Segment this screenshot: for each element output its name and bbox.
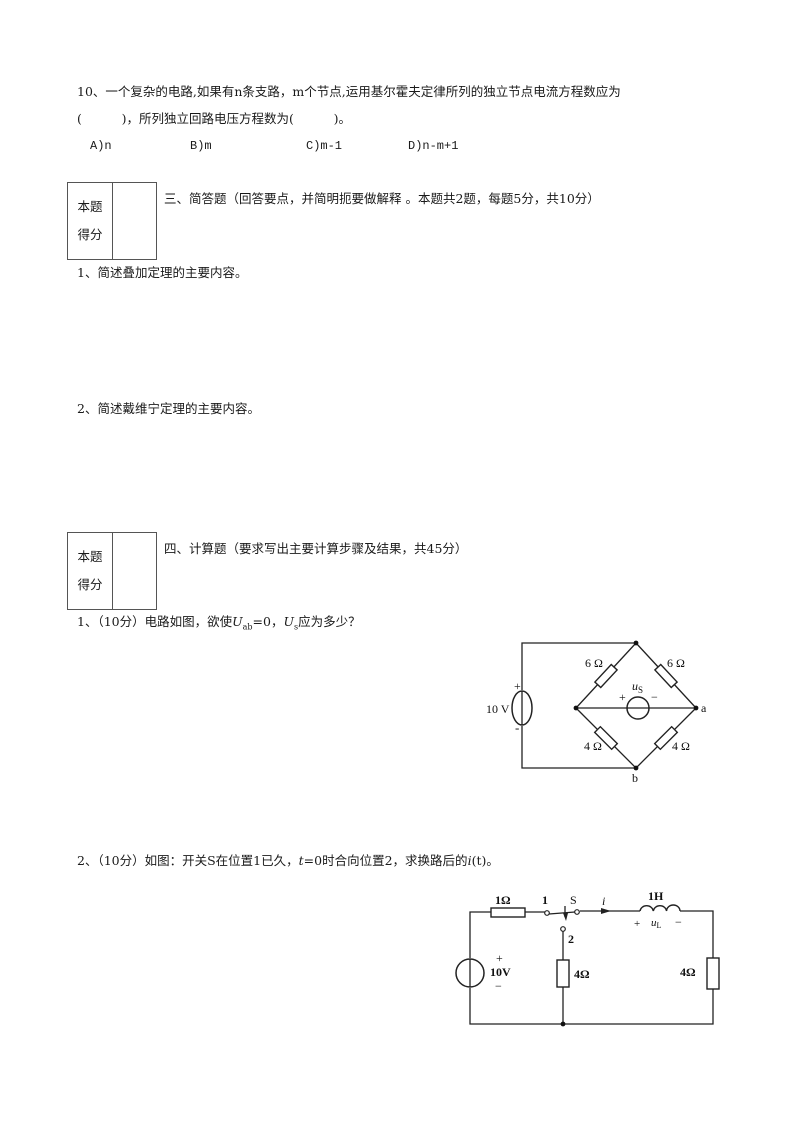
c2-switch-pos1: 1 <box>542 893 548 907</box>
c1-r-top-right-label: 6 Ω <box>667 656 685 670</box>
c1-source-plus: + <box>514 679 521 693</box>
q1-suffix: 应为多少？ <box>298 614 361 629</box>
c1-source-label: 10 V <box>486 702 510 716</box>
current-arrow-icon <box>601 908 611 914</box>
q2-suffix: (t)。 <box>471 853 499 868</box>
c2-source-plus: + <box>496 951 503 965</box>
q1-u-s: U <box>283 614 295 629</box>
score-label: 本题 得分 <box>68 183 113 259</box>
q1-sub-ab: ab <box>242 622 253 632</box>
c2-r-right-label: 4Ω <box>680 965 696 979</box>
q2-prefix: 2、（10分）如图：开关S在位置1已久， <box>77 853 299 868</box>
score-label-line2: 得分 <box>77 577 103 592</box>
c1-node-b <box>633 765 639 771</box>
resistor-1ohm-icon <box>490 907 526 918</box>
q10-option-a[interactable]: A)n <box>90 139 112 153</box>
c1-r-bottom-right-label: 4 Ω <box>672 739 690 753</box>
c1-node-left <box>573 705 579 711</box>
c1-source-minus: - <box>515 720 519 735</box>
score-value-field[interactable] <box>113 533 156 609</box>
c1-r-bottom-left-label: 4 Ω <box>584 739 602 753</box>
q2-i: i <box>467 853 472 868</box>
circuit-2-wires <box>469 910 714 1025</box>
c2-source-label: 10V <box>490 965 511 979</box>
c2-node-bottom <box>560 1021 566 1027</box>
voltage-source-10v-icon <box>455 958 485 988</box>
section4-score-box: 本题 得分 <box>67 532 157 610</box>
voltage-source-us-icon <box>626 696 650 720</box>
switch-arrow-icon <box>563 913 568 921</box>
c2-ul-label: uL <box>651 917 662 930</box>
c2-inductor-label: 1H <box>648 889 664 903</box>
resistor-6ohm-left-icon <box>593 663 619 689</box>
c2-current-label: i <box>602 894 605 908</box>
q1-u-ab: U <box>232 614 243 629</box>
q1-sub-s: s <box>294 622 299 632</box>
c1-node-top <box>633 640 639 646</box>
c2-ul-plus: + <box>634 918 640 930</box>
q10-line2: ( )，所列独立回路电压方程数为( )。 <box>77 111 351 126</box>
q2-t: t <box>298 853 304 868</box>
score-label-line2: 得分 <box>77 227 103 242</box>
switch-icon[interactable] <box>544 906 580 932</box>
c1-r-top-left-label: 6 Ω <box>585 656 603 670</box>
q10-option-b[interactable]: B)m <box>190 139 212 153</box>
c2-switch-pos2: 2 <box>568 932 574 946</box>
c1-node-b-label: b <box>632 771 638 785</box>
section3-question-2: 2、简述戴维宁定理的主要内容。 <box>77 401 260 416</box>
section4-title: 四、计算题（要求写出主要计算步骤及结果，共45分） <box>164 541 468 556</box>
c1-us-label: uS <box>632 679 643 695</box>
c1-us-minus: − <box>651 690 658 704</box>
score-label: 本题 得分 <box>68 533 113 609</box>
resistor-4ohm-middle-icon <box>556 959 570 988</box>
section3-question-1: 1、简述叠加定理的主要内容。 <box>77 265 248 280</box>
q2-mid: =0时合向位置2，求换路后的 <box>303 853 468 868</box>
section4-question-2: 2、（10分）如图：开关S在位置1已久，t=0时合向位置2，求换路后的i(t)。 <box>77 853 499 869</box>
q10-option-d[interactable]: D)n-m+1 <box>408 139 459 153</box>
c2-source-minus: − <box>495 979 502 993</box>
c2-r1-label: 1Ω <box>495 893 511 907</box>
score-label-line1: 本题 <box>77 549 103 564</box>
score-value-field[interactable] <box>113 183 156 259</box>
q10-option-c[interactable]: C)m-1 <box>306 139 343 153</box>
score-label-line1: 本题 <box>77 199 103 214</box>
section3-title: 三、简答题（回答要点，并简明扼要做解释 。本题共2题，每题5分，共10分） <box>164 191 600 206</box>
resistor-4ohm-right-icon <box>706 957 720 990</box>
resistor-4ohm-right-icon <box>653 725 679 751</box>
c1-node-a <box>693 705 699 711</box>
q10-line1: 10、一个复杂的电路,如果有n条支路，m个节点,运用基尔霍夫定律所列的独立节点电… <box>77 84 621 99</box>
voltage-source-10v-icon <box>511 690 533 726</box>
c1-node-a-label: a <box>701 701 707 715</box>
section4-question-1: 1、（10分）电路如图，欲使Uab=0，Us应为多少？ <box>77 614 361 636</box>
q1-mid: =0， <box>252 614 284 629</box>
section3-score-box: 本题 得分 <box>67 182 157 260</box>
c2-r-middle-label: 4Ω <box>574 967 590 981</box>
c2-switch-label: S <box>570 893 577 907</box>
resistor-6ohm-right-icon <box>653 663 679 689</box>
c2-ul-minus: − <box>675 915 682 929</box>
resistor-4ohm-left-icon <box>593 725 619 751</box>
c1-us-plus: + <box>619 690 626 704</box>
circuit-1-wires <box>521 642 697 769</box>
q1-prefix: 1、（10分）电路如图，欲使 <box>77 614 233 629</box>
inductor-icon <box>639 904 681 912</box>
